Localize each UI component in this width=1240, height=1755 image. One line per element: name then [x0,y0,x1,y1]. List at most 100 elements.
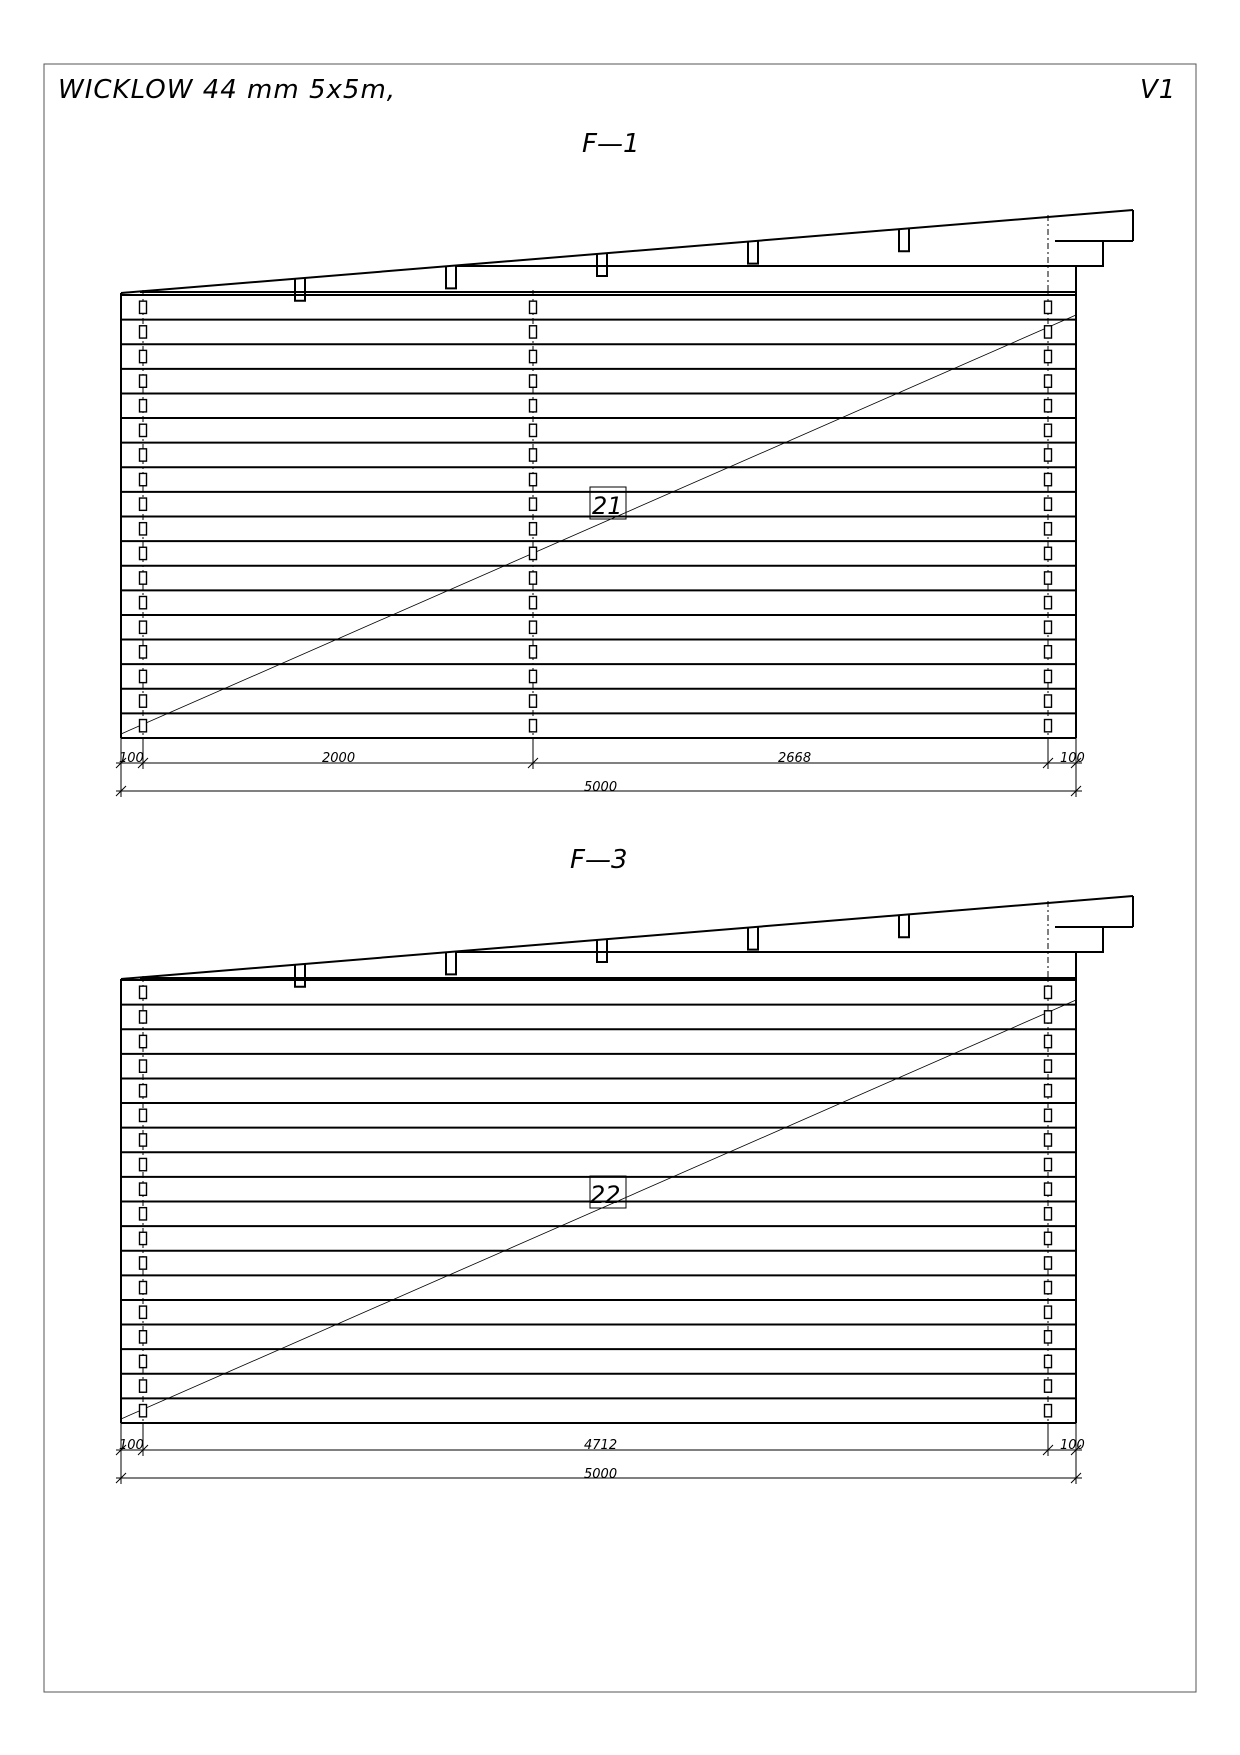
dowel-peg [138,1403,148,1418]
dowel-peg [1043,423,1053,438]
dowel-peg [138,985,148,1000]
diagonal-line [120,999,1077,1420]
dimension-2000: 2000 [322,751,355,766]
dowel-peg [138,1157,148,1172]
dowel-peg [1043,694,1053,708]
dimension-tick [1042,757,1054,769]
dowel-peg [528,398,538,413]
dowel-peg [138,1133,148,1147]
part-tag: 22 [589,1175,627,1209]
dowel-peg [528,694,538,708]
purlin-notch [898,228,910,253]
dowel-peg [1043,546,1053,561]
purlin-notch [596,938,608,963]
dimension-chain: 100 4712 100 5000 [119,1438,1085,1482]
dowel-peg [138,1280,148,1295]
dimension-tick [1070,785,1082,797]
dowel-peg [528,620,538,635]
dowel-peg [1043,300,1053,315]
dowel-peg [528,645,538,659]
dowel-peg [1043,1231,1053,1246]
part-tag: 21 [589,486,627,520]
view-title: F—1 [582,129,640,159]
dowel-peg [528,571,538,585]
purlin-notch [898,914,910,939]
dimension-2668: 2668 [778,751,811,766]
dowel-peg [138,1108,148,1123]
dowel-peg [1043,1206,1053,1221]
dowel-peg [138,497,148,512]
dowel-peg [1043,1403,1053,1418]
dowel-peg [528,349,538,364]
dimension-tick [1042,1444,1054,1456]
dowel-peg [528,325,538,339]
part-tag-number: 22 [590,1181,621,1209]
dimension-tick [115,785,127,797]
dowel-peg [138,423,148,438]
dowel-peg [528,546,538,561]
dimension-total: 5000 [584,780,617,795]
dowel-peg [1043,571,1053,585]
dowel-peg [138,521,148,536]
dowel-peg [1043,1157,1053,1172]
dowel-peg [1043,472,1053,487]
part-tag-box [589,486,627,520]
dowel-peg [138,1330,148,1344]
dowel-peg [138,1034,148,1049]
dowel-peg [1043,349,1053,364]
dowel-peg [138,718,148,733]
dowel-peg [138,1379,148,1393]
dowel-peg [1043,374,1053,388]
dowel-peg [138,645,148,659]
dowel-peg [1043,1305,1053,1320]
gable-step [1076,240,1133,267]
dowel-peg [1043,1108,1053,1123]
dowel-peg [138,1182,148,1197]
dowel-peg [138,1231,148,1246]
dowel-peg [1043,1133,1053,1147]
dowel-peg [1043,1059,1053,1073]
dowel-peg [138,1256,148,1270]
purlin-notch [445,265,457,290]
view-title: F—3 [570,845,628,875]
dowel-peg [1043,1010,1053,1024]
dowel-peg [138,472,148,487]
part-tag-number: 21 [592,492,623,520]
dowel-peg [138,620,148,635]
dowel-peg [528,374,538,388]
dimension-4712: 4712 [584,1438,617,1453]
dowel-peg [1043,1083,1053,1098]
dowel-peg [1043,645,1053,659]
dowel-peg [1043,398,1053,413]
dowel-peg [1043,1280,1053,1295]
dimension-100-right: 100 [1060,1438,1085,1453]
dowel-peg [528,718,538,733]
dowel-peg [1043,620,1053,635]
dowel-peg [1043,1330,1053,1344]
wall-elevation [115,209,1134,797]
roof-slope-line [120,209,1134,294]
dowel-peg [1043,1379,1053,1393]
version-label: V1 [1140,75,1176,105]
dowel-peg [1043,448,1053,462]
dowel-peg [138,1305,148,1320]
dowel-peg [138,1010,148,1024]
roof-slope-line [120,895,1134,980]
purlin-notch [596,252,608,277]
dowel-peg [528,595,538,610]
dowel-peg [138,374,148,388]
dowel-peg [138,300,148,315]
purlin-notch [747,926,759,951]
dowel-peg [138,1206,148,1221]
purlin-notch [445,951,457,976]
dowel-peg [138,325,148,339]
dowel-peg [138,694,148,708]
elevation-view-f1: F—1 21 100 2000 2668 100 5000 [115,129,1134,797]
dimension-tick [115,1472,127,1484]
elevation-view-f3: F—3 22 100 4712 100 5000 [115,845,1134,1484]
purlin-notch [294,277,306,302]
sheet-frame [43,63,1197,1693]
dowel-peg [1043,669,1053,684]
dimension-100-right: 100 [1060,751,1085,766]
